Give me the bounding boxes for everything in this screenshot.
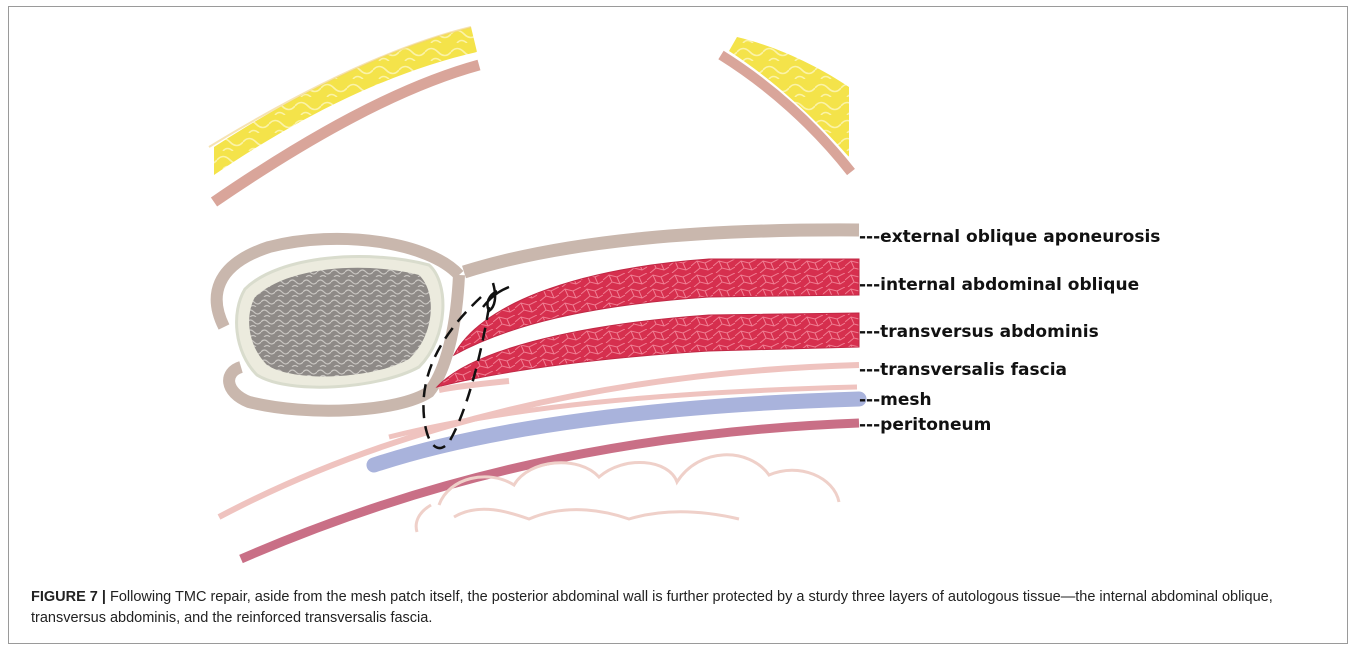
caption-text: Following TMC repair, aside from the mes…	[31, 589, 1273, 626]
fat-layer-right	[721, 37, 851, 172]
bone-structure	[217, 239, 459, 411]
bowel-outline	[439, 455, 839, 505]
label-transversus: ---transversus abdominis	[859, 322, 1099, 342]
figure-caption: FIGURE 7 | Following TMC repair, aside f…	[31, 587, 1341, 629]
label-mesh: ---mesh	[859, 390, 932, 410]
anatomy-diagram: ---external oblique aponeurosis ---inter…	[9, 7, 1349, 582]
label-transversalis: ---transversalis fascia	[859, 360, 1067, 380]
label-internal-oblique: ---internal abdominal oblique	[859, 275, 1139, 295]
caption-figure-number: FIGURE 7 |	[31, 589, 106, 605]
label-external-oblique: ---external oblique aponeurosis	[859, 227, 1160, 247]
figure-frame: ---external oblique aponeurosis ---inter…	[8, 6, 1348, 644]
label-peritoneum: ---peritoneum	[859, 415, 991, 435]
mesh-layer	[374, 399, 859, 465]
peritoneum-layer	[241, 423, 859, 559]
fat-layer-left	[209, 27, 479, 202]
